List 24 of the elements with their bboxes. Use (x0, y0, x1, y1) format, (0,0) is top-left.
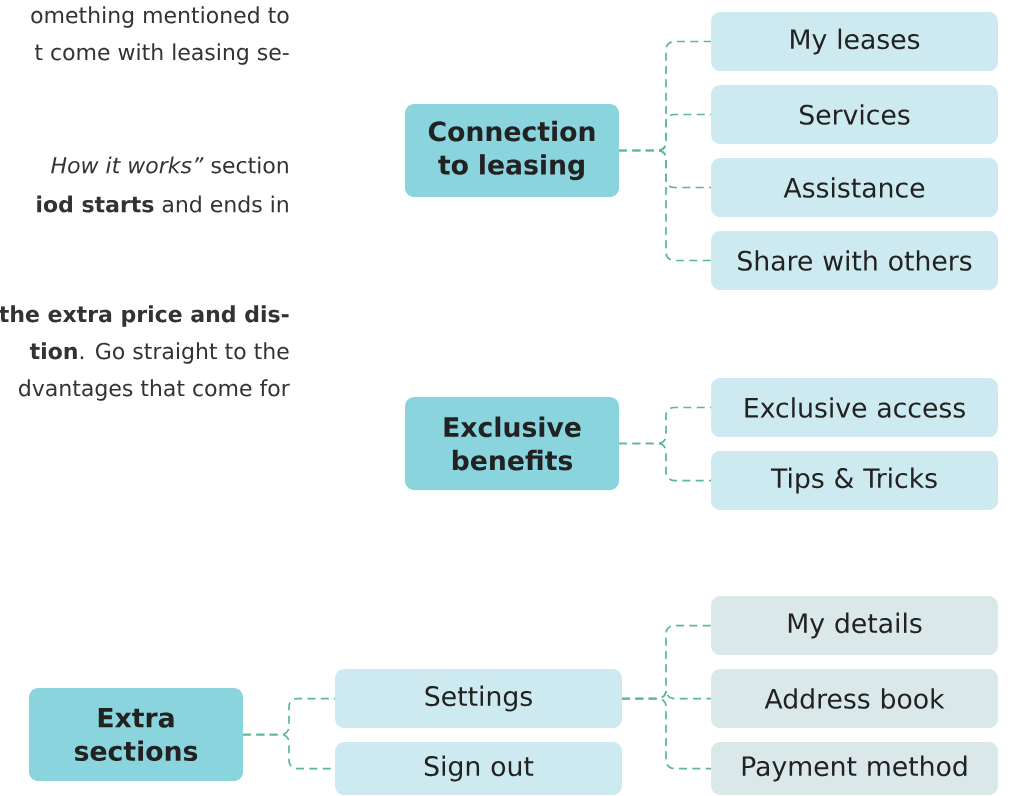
body-text: dvantages that come for (19, 379, 290, 401)
item-box: My details (711, 596, 998, 655)
category-box: Extra sections (29, 688, 243, 782)
item-box: Payment method (711, 741, 998, 796)
connector-line (618, 149, 712, 262)
item-box: Assistance (711, 158, 998, 217)
body-text: iod starts and ends in (37, 195, 288, 213)
item-box: My leases (711, 12, 998, 71)
body-text: t come with leasing se- (35, 43, 289, 65)
item-box: Sign out (335, 741, 622, 796)
connector-line (621, 697, 712, 770)
item-box: Share with others (711, 231, 998, 290)
body-text: How it works” section (51, 156, 288, 174)
body-text: tion. Go straight to the (29, 342, 289, 364)
body-text: omething mentioned to (31, 6, 289, 28)
item-box: Address book (711, 669, 998, 728)
item-box: Tips & Tricks (711, 451, 998, 510)
item-box: Settings (335, 669, 622, 728)
connector-line (618, 442, 712, 482)
item-box: Exclusive access (711, 378, 998, 437)
item-box: Services (711, 85, 998, 144)
category-box: Exclusive benefits (405, 396, 619, 491)
category-box: Connection to leasing (405, 103, 619, 198)
body-text: the extra price and dis- (0, 305, 289, 327)
